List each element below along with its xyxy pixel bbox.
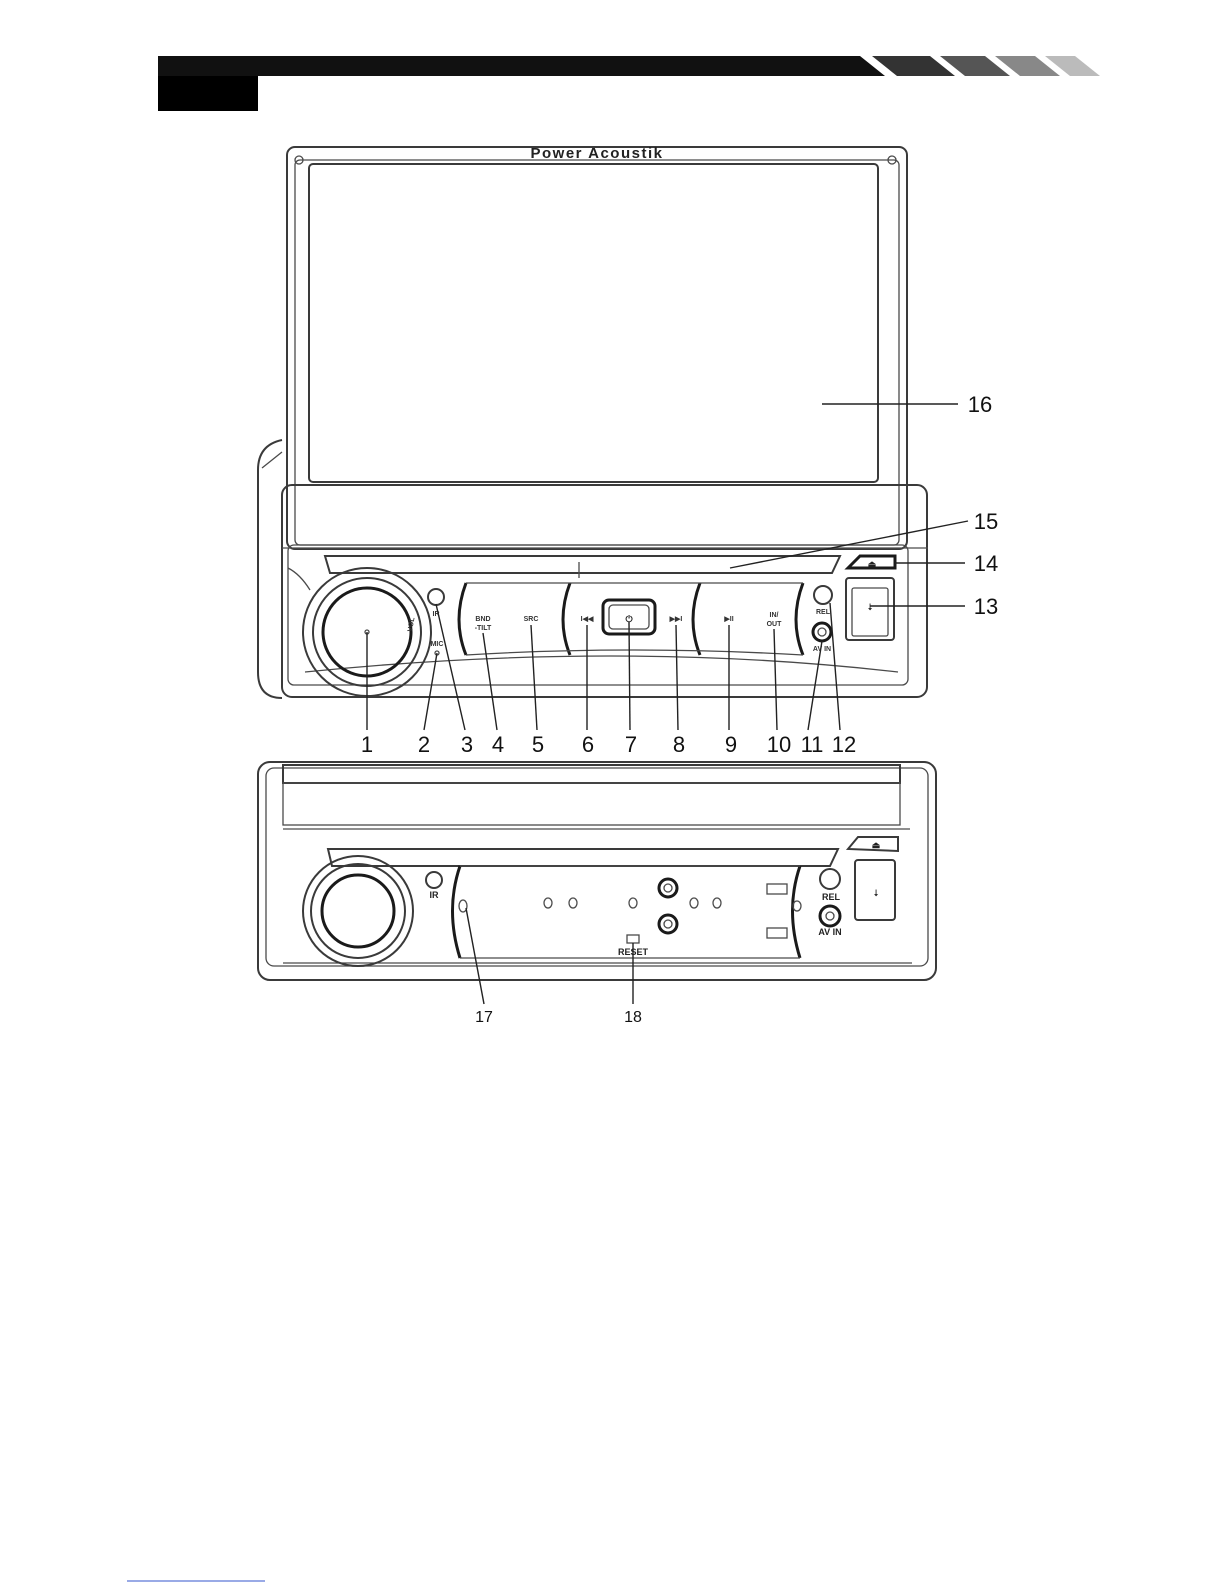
- ir-sensor: IR: [428, 589, 444, 618]
- label-text: SRC: [524, 616, 539, 623]
- callout-10: 10: [767, 732, 791, 757]
- chassis-face: [453, 866, 802, 958]
- callout-2: 2: [418, 732, 430, 757]
- eject-button[interactable]: ⏏: [848, 556, 895, 569]
- callout-15: 15: [974, 509, 998, 534]
- callout-16: 16: [968, 392, 992, 417]
- label-text: ▶II: [723, 616, 733, 623]
- callout-18: 18: [624, 1009, 642, 1026]
- detached-volume-knob: [303, 856, 413, 966]
- mic-port: MIC: [431, 641, 444, 655]
- prev-button[interactable]: I◀◀: [581, 616, 594, 623]
- callout-11: 11: [801, 732, 824, 757]
- play-pause-button[interactable]: ▶II: [723, 616, 733, 623]
- label-text: -TILT: [475, 625, 492, 632]
- label-text: VOL: [407, 616, 417, 632]
- callout-14: 14: [974, 551, 998, 576]
- usb-icon: ⭣: [873, 888, 879, 898]
- detached-eject-button: ⏏: [848, 837, 898, 851]
- detached-ir-sensor: IR: [426, 872, 442, 900]
- label-text: AV IN: [818, 927, 841, 937]
- rel-button[interactable]: REL: [814, 586, 832, 616]
- callout-numbers: 1 2 3 4 5 6 7 8 9 10 11 12 13 14 15 16: [361, 392, 998, 757]
- av-in-jack: AV IN: [813, 623, 831, 653]
- label-text: OUT: [767, 621, 783, 628]
- bnd-tilt-button[interactable]: BND -TILT: [475, 616, 492, 632]
- in-out-button[interactable]: IN/ OUT: [767, 612, 783, 628]
- detached-usb-port: ⭣: [855, 860, 895, 920]
- callout-5: 5: [532, 732, 544, 757]
- label-text: IR: [430, 890, 440, 900]
- label-text: AV IN: [813, 646, 831, 653]
- label-text: REL: [816, 609, 831, 616]
- callout-7: 7: [625, 732, 637, 757]
- label-text: IN/: [770, 612, 779, 619]
- src-button[interactable]: SRC: [524, 616, 539, 623]
- callout-13: 13: [974, 594, 998, 619]
- callout-1: 1: [361, 732, 373, 757]
- label-text: I◀◀: [581, 616, 594, 623]
- detached-rel-button: REL: [820, 869, 841, 902]
- detached-av-in-jack: AV IN: [818, 906, 841, 937]
- callout-6: 6: [582, 732, 594, 757]
- callout-line-17: [466, 908, 484, 1004]
- label-text: ⏏: [872, 840, 881, 850]
- callout-4: 4: [492, 732, 504, 757]
- usb-icon: ⭣: [867, 602, 873, 612]
- label-text: BND: [475, 616, 490, 623]
- usb-port: ⭣: [846, 578, 894, 640]
- next-button[interactable]: ▶▶I: [669, 616, 683, 623]
- callout-3: 3: [461, 732, 473, 757]
- callout-9: 9: [725, 732, 737, 757]
- label-text: REL: [822, 892, 841, 902]
- callout-8: 8: [673, 732, 685, 757]
- header-bar: [158, 56, 1100, 111]
- lcd-screen-assembly: Power Acoustik: [287, 145, 907, 549]
- mount-bracket: [258, 440, 282, 698]
- callout-17: 17: [475, 1009, 493, 1026]
- callout-12: 12: [832, 732, 856, 757]
- brand-logo: Power Acoustik: [531, 145, 664, 162]
- label-text: MIC: [431, 641, 444, 648]
- label-text: ⏏: [868, 559, 877, 569]
- label-text: ▶▶I: [669, 616, 683, 623]
